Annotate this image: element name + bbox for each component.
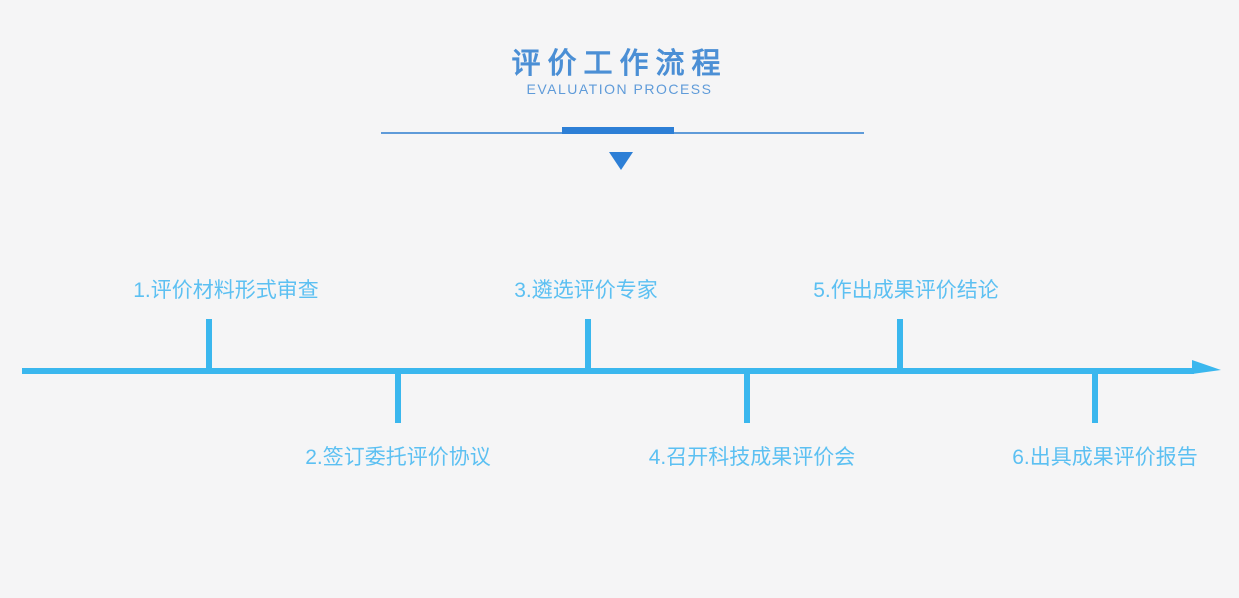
timeline-step-3-label: 3.遴选评价专家 (514, 279, 658, 302)
timeline-tick-5 (897, 319, 903, 368)
timeline-axis (22, 368, 1194, 374)
timeline-step-2-label: 2.签订委托评价协议 (305, 446, 491, 469)
timeline-step-6-label: 6.出具成果评价报告 (1012, 446, 1198, 469)
triangle-down-icon (609, 152, 633, 170)
timeline-tick-4 (744, 374, 750, 423)
timeline-step-5-label: 5.作出成果评价结论 (813, 279, 999, 302)
timeline-tick-3 (585, 319, 591, 368)
timeline-tick-1 (206, 319, 212, 368)
timeline-tick-2 (395, 374, 401, 423)
timeline-step-1-label: 1.评价材料形式审查 (133, 279, 319, 302)
page-title: 评价工作流程 (511, 48, 728, 80)
title-divider-accent (562, 127, 674, 134)
title-divider (381, 127, 864, 134)
page-subtitle: EVALUATION PROCESS (526, 81, 713, 97)
timeline-tick-6 (1092, 374, 1098, 423)
timeline-step-4-label: 4.召开科技成果评价会 (648, 446, 856, 469)
timeline-arrowhead-icon (1192, 360, 1221, 374)
